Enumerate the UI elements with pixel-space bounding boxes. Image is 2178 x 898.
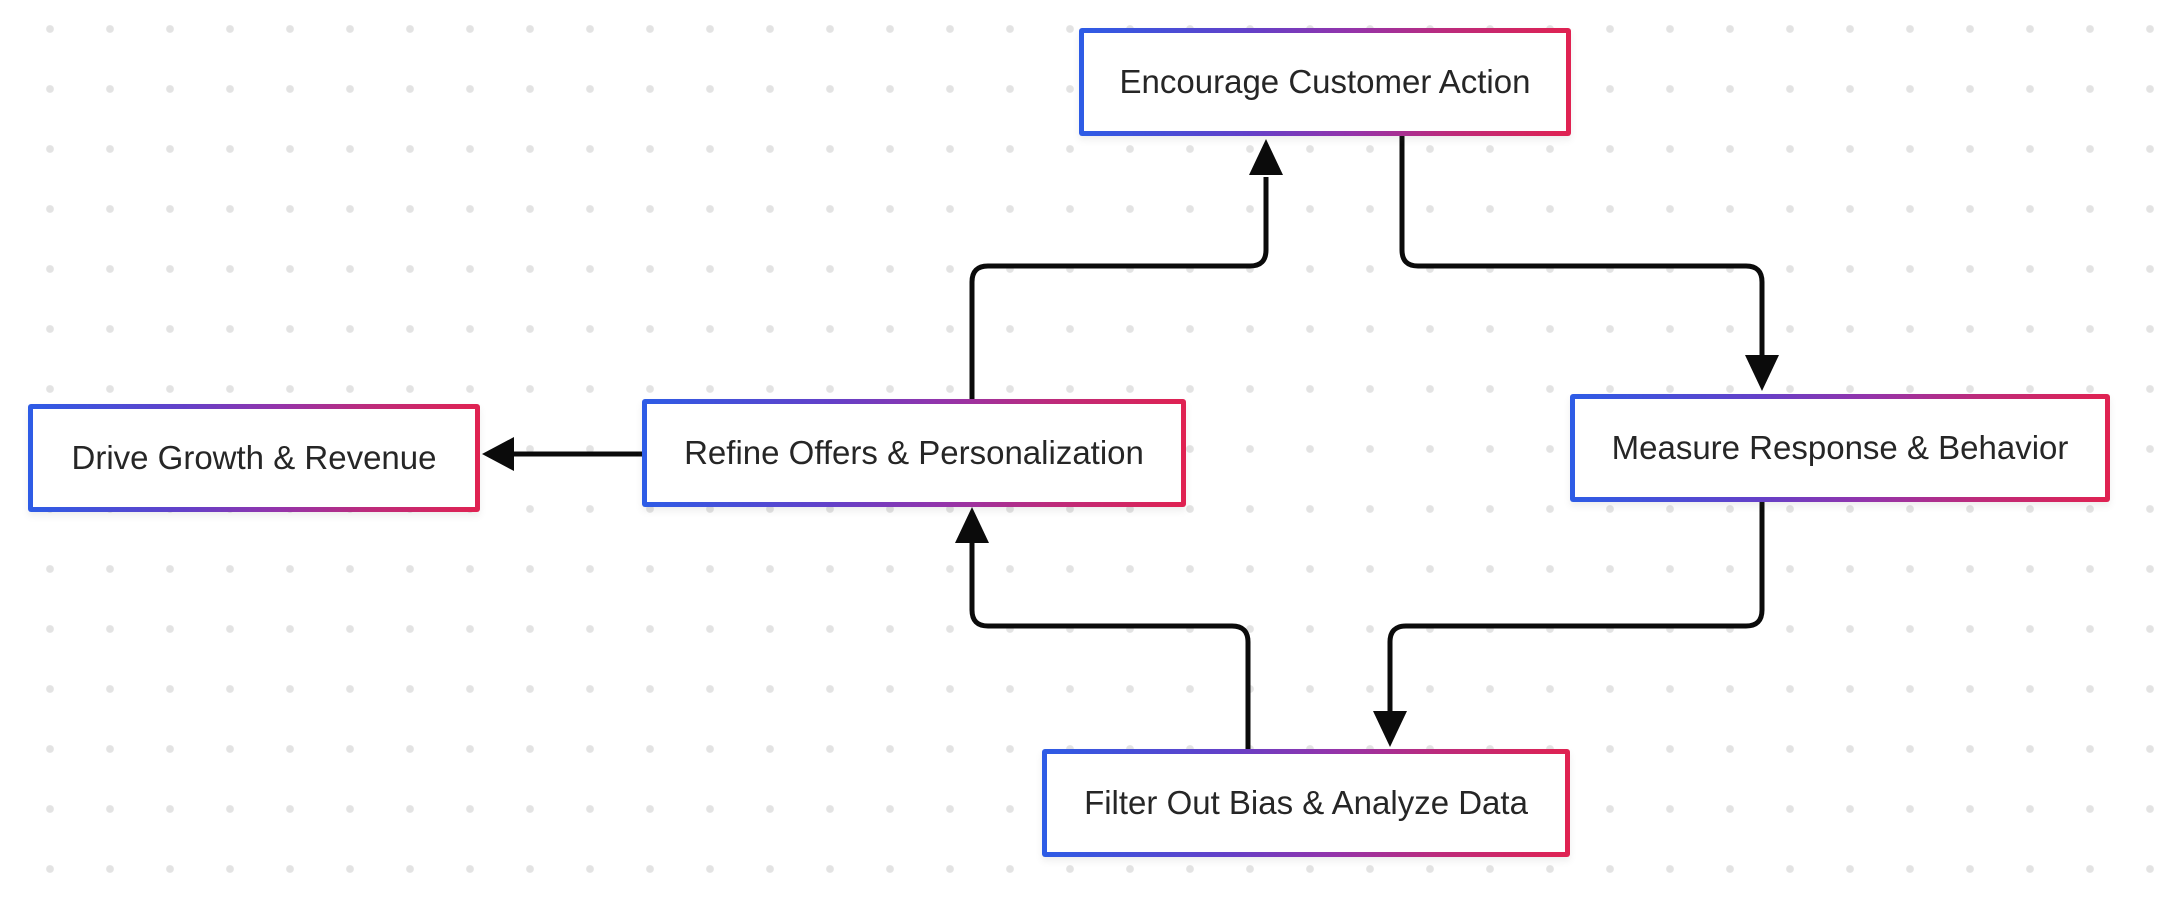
node-encourage-customer-action[interactable]: Encourage Customer Action bbox=[1079, 28, 1571, 136]
connector-line bbox=[1399, 134, 1765, 355]
connector-measure-to-filter bbox=[1373, 500, 1765, 747]
node-label: Drive Growth & Revenue bbox=[71, 439, 437, 477]
arrowhead bbox=[1745, 355, 1779, 391]
arrowhead bbox=[955, 507, 989, 543]
arrowhead bbox=[1373, 711, 1407, 747]
connector-refine-to-encourage bbox=[969, 139, 1283, 401]
connector-filter-to-refine bbox=[955, 507, 1251, 751]
node-label: Encourage Customer Action bbox=[1119, 63, 1531, 101]
connector-refine-to-drive bbox=[482, 437, 644, 471]
node-label: Refine Offers & Personalization bbox=[684, 434, 1144, 472]
node-refine-offers-personalization[interactable]: Refine Offers & Personalization bbox=[642, 399, 1186, 507]
arrowhead bbox=[1249, 139, 1283, 175]
connector-line bbox=[969, 177, 1269, 401]
connector-encourage-to-measure bbox=[1399, 134, 1779, 391]
connector-line bbox=[969, 543, 1251, 751]
connector-line bbox=[1387, 500, 1765, 711]
node-measure-response-behavior[interactable]: Measure Response & Behavior bbox=[1570, 394, 2110, 502]
node-drive-growth-revenue[interactable]: Drive Growth & Revenue bbox=[28, 404, 480, 512]
node-label: Measure Response & Behavior bbox=[1611, 429, 2069, 467]
node-filter-out-bias-analyze-data[interactable]: Filter Out Bias & Analyze Data bbox=[1042, 749, 1570, 857]
node-label: Filter Out Bias & Analyze Data bbox=[1084, 784, 1528, 822]
arrowhead bbox=[482, 437, 514, 471]
